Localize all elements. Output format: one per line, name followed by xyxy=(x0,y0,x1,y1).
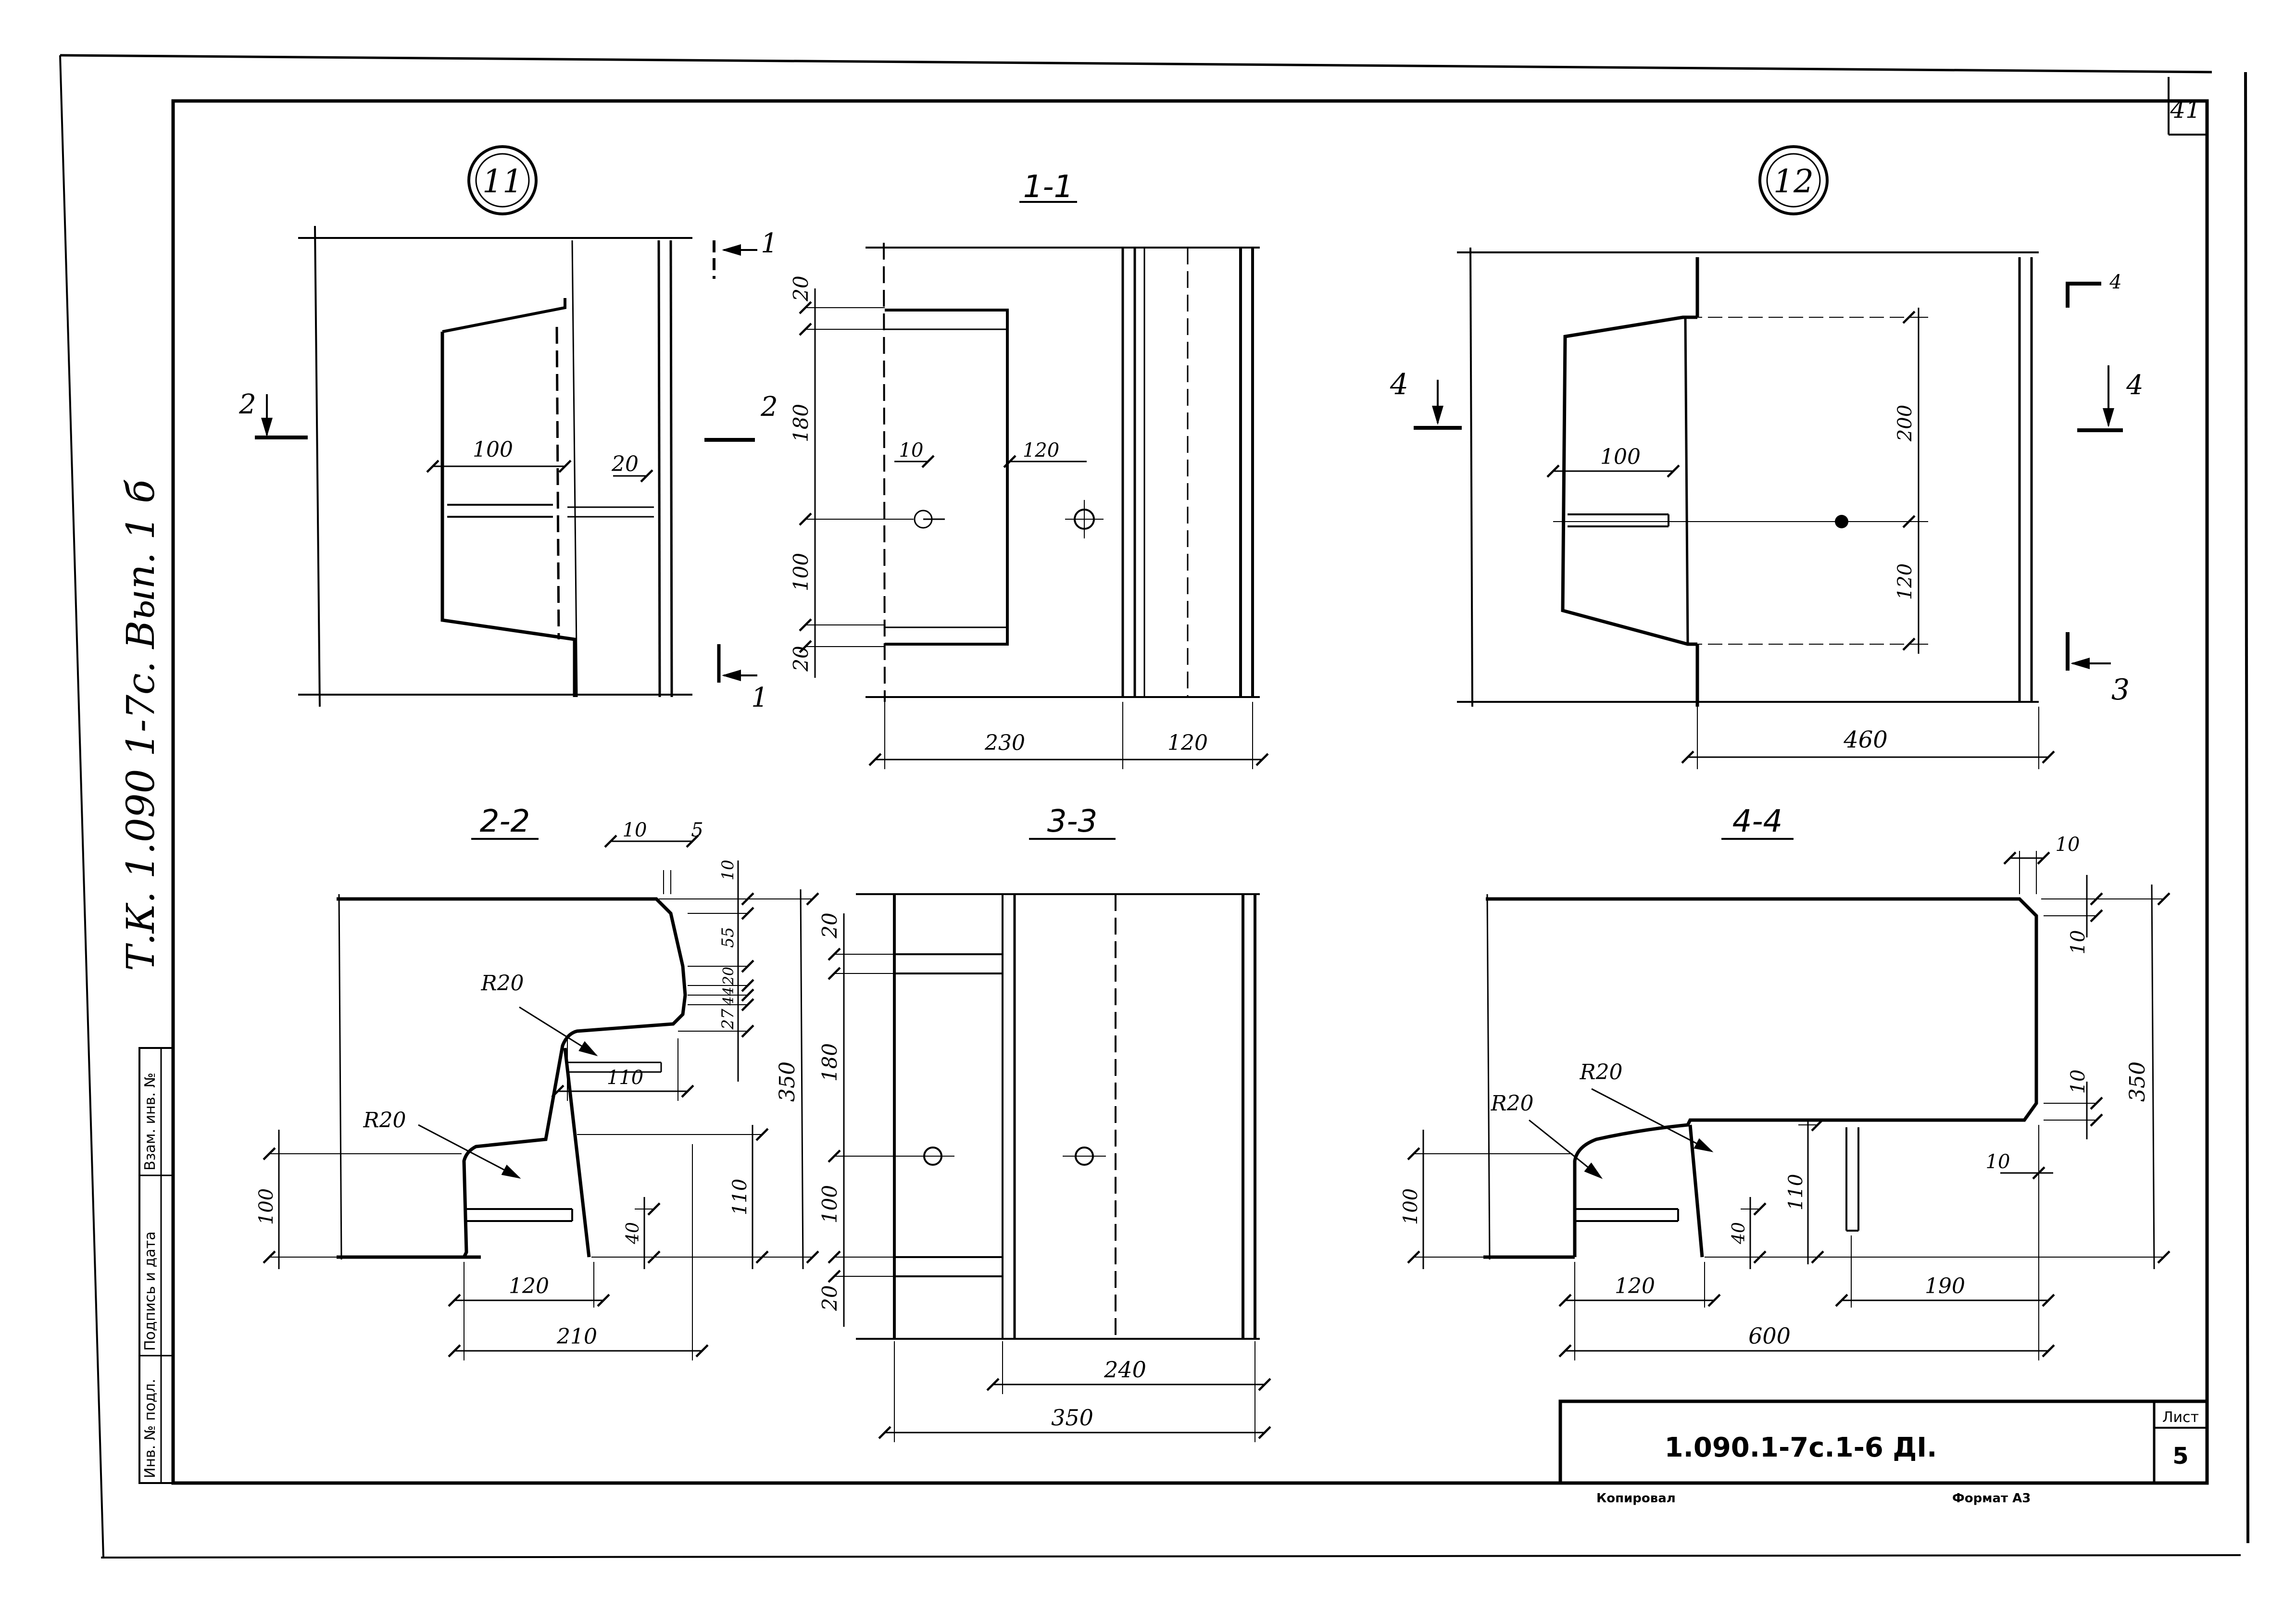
section-4-4-dim-10-h: 10 xyxy=(1986,1151,2010,1173)
section-2-2-dim-20: 20 xyxy=(720,967,737,985)
section-2-2-dim-27: 27 xyxy=(718,1009,738,1030)
stamp-signature-date: Подпись и дата xyxy=(142,1232,159,1351)
corner-number: 41 xyxy=(2170,96,2201,124)
section-4-4-title: 4-4 xyxy=(1732,804,1783,839)
section-4-4-dim-600: 600 xyxy=(1748,1323,1791,1349)
node-12-marker: 12 xyxy=(1773,163,1814,200)
section-2-2-dim-110-h: 110 xyxy=(607,1067,643,1089)
section-2-2-title: 2-2 xyxy=(480,804,530,839)
section-2-2-dim-40: 40 xyxy=(623,1222,643,1245)
view-section-3-3 xyxy=(828,838,1271,1442)
view-section-2-2 xyxy=(263,835,819,1360)
node-12-dim-460: 460 xyxy=(1843,726,1888,753)
node-12-cut-3: 3 xyxy=(2111,673,2130,707)
section-3-3-dim-20-top: 20 xyxy=(818,912,841,938)
section-1-1-dim-10: 10 xyxy=(899,439,924,461)
view-section-1-1 xyxy=(704,201,1269,769)
section-4-4-dim-110: 110 xyxy=(1785,1174,1807,1210)
stamp-inv-podl: Инв. № подл. xyxy=(142,1379,159,1478)
node-11-dim-20: 20 xyxy=(611,452,639,476)
section-4-4-dim-40: 40 xyxy=(1729,1222,1749,1245)
section-1-1-dim-180: 180 xyxy=(789,404,813,442)
section-2-2-dim-55: 55 xyxy=(718,927,738,948)
copied-label: Копировал xyxy=(1596,1491,1676,1506)
node-12-cut-4-top: 4 xyxy=(2109,271,2121,293)
section-3-3-dim-180: 180 xyxy=(818,1043,841,1082)
section-4-4-dim-10-v-mid: 10 xyxy=(2067,1070,2089,1094)
title-block xyxy=(1558,1399,2209,1485)
section-1-1-dim-100: 100 xyxy=(789,553,813,591)
section-1-1-dim-120-mid: 120 xyxy=(1023,439,1059,461)
section-1-1-dim-230: 230 xyxy=(984,731,1025,755)
node-11-dim-100: 100 xyxy=(473,437,513,462)
section-4-4-dim-10-v-top: 10 xyxy=(2067,930,2089,955)
section-3-3-dim-240: 240 xyxy=(1104,1357,1146,1383)
section-1-1-dim-20-top: 20 xyxy=(789,275,813,301)
section-4-4-dim-350: 350 xyxy=(2125,1061,2150,1102)
section-2-2-dim-350: 350 xyxy=(775,1061,800,1102)
node-11-cut-1-bottom: 1 xyxy=(751,682,768,713)
node-12-cut-4-left: 4 xyxy=(1390,368,1408,401)
section-4-4-radius-right: R20 xyxy=(1579,1060,1622,1085)
section-2-2-dim-210: 210 xyxy=(556,1324,597,1349)
sheet-frame xyxy=(59,54,2249,1559)
section-2-2-dim-4b: 4 xyxy=(720,996,737,1006)
view-node-12 xyxy=(1414,145,2123,769)
sheet-number: 5 xyxy=(2172,1443,2188,1470)
section-1-1-title: 1-1 xyxy=(1023,169,1074,205)
section-1-1-dim-120-right: 120 xyxy=(1167,731,1208,755)
section-4-4-dim-120: 120 xyxy=(1615,1274,1655,1298)
sheet-label: Лист xyxy=(2162,1409,2199,1426)
section-2-2-radius-upper: R20 xyxy=(480,971,524,996)
section-2-2-dim-10-v: 10 xyxy=(718,860,738,880)
section-2-2-dim-5: 5 xyxy=(691,819,703,841)
section-4-4-dim-190: 190 xyxy=(1925,1274,1965,1298)
node-11-marker: 11 xyxy=(482,163,523,200)
node-11-cut-1-top: 1 xyxy=(761,228,778,259)
section-3-3-dim-350: 350 xyxy=(1051,1405,1093,1431)
node-11-cut-2: 2 xyxy=(238,389,256,420)
section-2-2-dim-120: 120 xyxy=(509,1274,549,1298)
side-code: Т.К. 1.090 1-7с. Вып. 1 б xyxy=(118,479,163,971)
node-12-dim-120: 120 xyxy=(1894,563,1916,600)
section-3-3-title: 3-3 xyxy=(1047,804,1098,839)
section-4-4-dim-10-top: 10 xyxy=(2056,834,2080,856)
section-4-4-radius-left: R20 xyxy=(1490,1091,1533,1116)
view-section-4-4 xyxy=(1407,838,2171,1360)
section-2-2-dim-4a: 4 xyxy=(720,986,737,996)
section-4-4-dim-100: 100 xyxy=(1400,1188,1422,1225)
node-12-cut-4-right: 4 xyxy=(2126,370,2144,401)
section-2-2-dim-10-top: 10 xyxy=(623,819,647,841)
section-2-2-radius-lower: R20 xyxy=(363,1108,406,1133)
designation: 1.090.1-7с.1-6 ДI. xyxy=(1665,1432,1937,1463)
section-2-2-dim-100: 100 xyxy=(255,1188,277,1225)
stamp-replaced-inv: Взам. инв. № xyxy=(142,1072,159,1171)
section-1-1-cut-2: 2 xyxy=(760,391,778,423)
left-stamp xyxy=(138,1047,174,1484)
section-2-2-dim-110-v: 110 xyxy=(729,1179,751,1215)
section-1-1-dim-20-bottom: 20 xyxy=(789,646,813,672)
node-12-dim-200: 200 xyxy=(1894,405,1916,442)
section-3-3-dim-100: 100 xyxy=(818,1185,841,1223)
format-label: Формат А3 xyxy=(1952,1491,2031,1506)
view-node-11 xyxy=(255,145,757,707)
section-3-3-dim-20-bottom: 20 xyxy=(818,1285,841,1311)
node-12-dim-100: 100 xyxy=(1600,445,1641,469)
